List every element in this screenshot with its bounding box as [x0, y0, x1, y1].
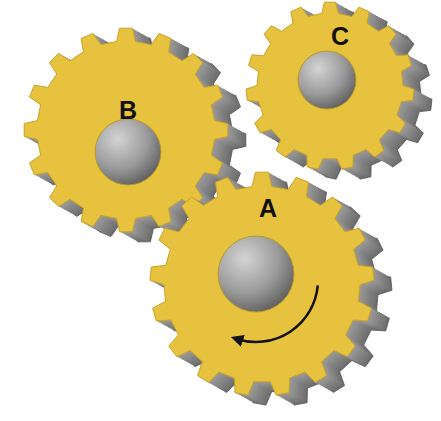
gear-letter: C	[331, 24, 349, 49]
gear-hole	[298, 51, 356, 109]
rotation-arrow	[237, 285, 318, 342]
gear-letter: B	[119, 98, 137, 123]
gear: A	[146, 168, 396, 410]
gear-face	[150, 172, 374, 395]
gear-letter: A	[259, 196, 277, 221]
gear: C	[242, 0, 436, 184]
gear-face	[246, 2, 414, 169]
gear-hole	[95, 119, 161, 185]
gear-hole	[218, 236, 294, 312]
